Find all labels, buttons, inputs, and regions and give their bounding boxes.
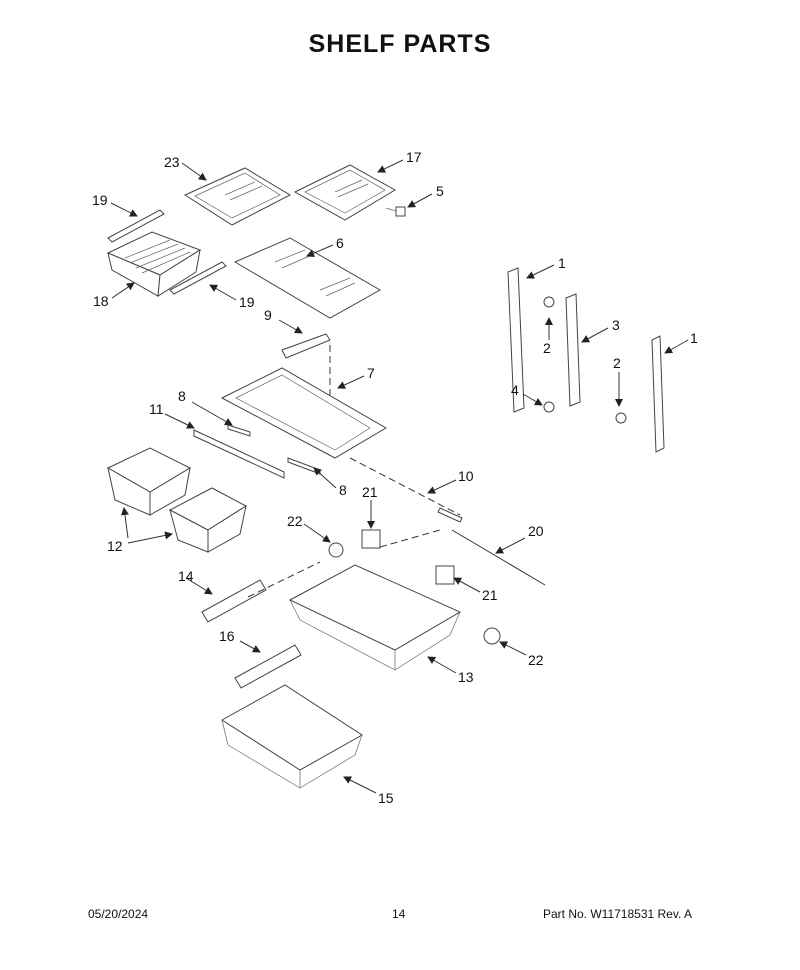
callout-18: 18 <box>93 293 109 309</box>
callout-labels: 23 17 5 19 6 18 19 9 1 3 2 1 7 2 4 8 11 … <box>92 149 698 806</box>
strips-8-11 <box>193 424 463 523</box>
callout-16: 16 <box>219 628 235 644</box>
shelf-17 <box>293 164 396 221</box>
callout-13: 13 <box>458 669 474 685</box>
footer-date: 05/20/2024 <box>88 907 149 921</box>
basket-13 <box>288 564 462 671</box>
mounts-21-22 <box>247 529 501 645</box>
rod-20 <box>451 529 546 586</box>
callout-8: 8 <box>178 388 186 404</box>
callout-12: 12 <box>107 538 123 554</box>
callout-8b: 8 <box>339 482 347 498</box>
callout-2: 2 <box>543 340 551 356</box>
callout-23: 23 <box>164 154 180 170</box>
callout-3: 3 <box>612 317 620 333</box>
callout-1: 1 <box>558 255 566 271</box>
callout-4: 4 <box>511 382 519 398</box>
callout-19: 19 <box>92 192 108 208</box>
leader-lines <box>110 159 689 794</box>
footer-part-number: Part No. W11718531 Rev. A <box>543 907 692 921</box>
screw-5 <box>385 206 406 217</box>
callout-7: 7 <box>367 365 375 381</box>
page-title: SHELF PARTS <box>308 30 492 58</box>
callout-21: 21 <box>362 484 378 500</box>
callout-10: 10 <box>458 468 474 484</box>
callout-1b: 1 <box>690 330 698 346</box>
callout-2b: 2 <box>613 355 621 371</box>
callout-6: 6 <box>336 235 344 251</box>
basket-15 <box>221 684 363 789</box>
callout-17: 17 <box>406 149 422 165</box>
callout-11: 11 <box>149 401 164 417</box>
callout-22b: 22 <box>528 652 544 668</box>
shelf-23 <box>183 167 292 226</box>
bracket-9 <box>281 333 331 395</box>
uprights-1-3 <box>507 267 665 453</box>
shelf-frame-7 <box>220 367 387 459</box>
callout-20: 20 <box>528 523 544 539</box>
callout-9: 9 <box>264 307 272 323</box>
dividers-14-16 <box>201 579 302 689</box>
callout-19b: 19 <box>239 294 255 310</box>
callout-22: 22 <box>287 513 303 529</box>
rail-19-lower <box>169 261 227 295</box>
callout-21b: 21 <box>482 587 498 603</box>
rail-19-upper <box>107 209 165 243</box>
callout-14: 14 <box>178 568 194 584</box>
bins-12 <box>106 447 247 553</box>
footer-page-number: 14 <box>392 907 406 921</box>
callout-5: 5 <box>436 183 444 199</box>
callout-15: 15 <box>378 790 394 806</box>
glass-6 <box>233 237 382 319</box>
drawer-18 <box>106 231 202 297</box>
